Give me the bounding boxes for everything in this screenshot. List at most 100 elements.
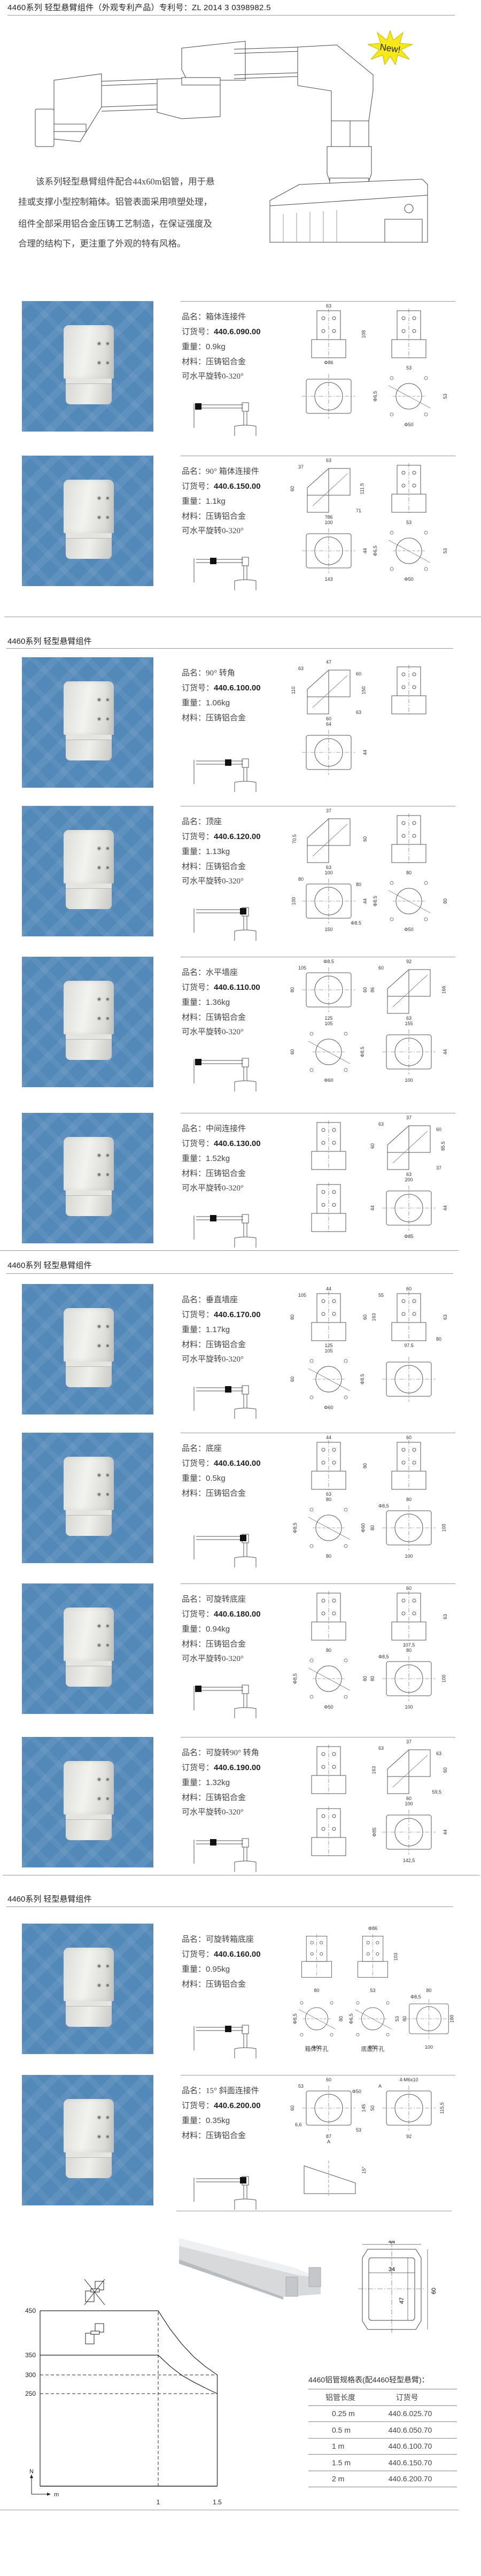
drawing-view-elev (369, 303, 449, 365)
dimension-label: 125 (324, 1343, 333, 1348)
product-order-value: 440.6.110.00 (214, 983, 260, 992)
allowed-config-icon (85, 2323, 104, 2344)
dimension-label: Φ50 (368, 2044, 378, 2050)
product-name-row: 品名：可旋转90° 转角 (182, 1745, 261, 1760)
dimension-label: 80 (406, 1497, 412, 1502)
product-order-value: 440.6.160.00 (214, 1950, 261, 1959)
dimension-label: Φ8.5 (323, 959, 334, 964)
product-name-row: 品名：水平墙座 (182, 965, 260, 980)
drawing-plan-icon (382, 1357, 436, 1402)
product-render (59, 981, 118, 1061)
product-name-row: 品名：90° 箱体连接件 (182, 464, 261, 479)
dimension-label: 92 (406, 959, 412, 964)
dimension-label: 150 (361, 686, 367, 695)
dimension-label: 105 (298, 965, 307, 971)
screw-hole-icon (97, 515, 102, 520)
tube-length-cell: 0.25 m (308, 2405, 377, 2422)
product-weight-row: 重量：1.52kg (182, 1151, 261, 1166)
section-title: 4460系列 轻型悬臂组件 (7, 1261, 92, 1270)
drawing-view-elev (369, 458, 449, 520)
dimension-label: Φ50 (324, 1704, 333, 1710)
dimension-label: 100 (324, 520, 333, 525)
column-header-length: 铝管长度 (308, 2389, 377, 2406)
product-name-label: 品名： (182, 1935, 206, 1944)
screw-hole-icon (105, 1777, 110, 1782)
product-material-row: 材料：压铸铝合金 (182, 711, 261, 726)
product-order-row: 订货号：440.6.090.00 (182, 325, 261, 340)
dimension-label: 60 (290, 2105, 296, 2111)
screw-hole-icon (105, 2134, 110, 2139)
product-material-value: 压铸铝合金 (206, 1489, 246, 1498)
dimension-label: 110 (291, 686, 297, 695)
intro-line-4: 合理的结构下，更注重了外观的特有风格。 (18, 239, 186, 249)
dimension-label: Φ8,5 (378, 1654, 389, 1659)
screw-hole-icon (105, 997, 110, 1002)
x-axis-label: m (54, 2492, 59, 2498)
product-weight-value: 1.52kg (206, 1154, 230, 1163)
product-name-row: 品名：中间连接件 (182, 1121, 261, 1136)
dimension-label: 63 (406, 1172, 412, 1177)
mounting-position-diagram (193, 1214, 257, 1248)
product-weight-value: 1.36kg (206, 998, 230, 1007)
product-weight-label: 重量： (182, 2117, 206, 2125)
product-name-value: 顶座 (206, 818, 222, 826)
dimension-label: 53 (406, 365, 412, 371)
drawing-elbow-icon (387, 1125, 431, 1170)
product-order-label: 订货号： (182, 482, 214, 491)
product-name-row: 品名：箱体连接件 (182, 310, 261, 325)
dimension-label: 60 (325, 2077, 332, 2082)
drawing-elev-icon (311, 1291, 346, 1343)
title-divider (7, 15, 455, 16)
highlighted-part-icon (240, 1535, 246, 1541)
dimension-label: 44 (362, 548, 368, 554)
product-rotation: 可水平旋转0-320° (182, 1355, 244, 1364)
product-photo (22, 2075, 153, 2205)
highlighted-part-icon (210, 1215, 216, 1221)
product-material-row: 材料：压铸铝合金 (182, 355, 261, 370)
mounting-position-diagram (193, 758, 257, 792)
dimension-label: 80 (314, 1988, 320, 1993)
tube-height-dim: 60 (431, 2288, 437, 2294)
dimension-label: 200 (405, 1177, 413, 1182)
product-render (59, 1137, 118, 1217)
dimension-label: Φ6,5 (372, 391, 378, 402)
intro-line-1: 该系列轻型悬臂组件配合44x60m铝管，用于悬 (36, 176, 215, 187)
dimension-label: 53 (394, 2016, 400, 2022)
dimension-label: 60 (290, 1049, 296, 1055)
product-order-row: 订货号：440.6.140.00 (182, 1456, 261, 1471)
drawing-view-blank (401, 1926, 457, 1988)
section-title-underline (6, 648, 453, 649)
drawing-holes-icon (308, 1359, 351, 1400)
product-weight-row: 重量：1.06kg (182, 696, 261, 711)
product-order-value: 440.6.140.00 (214, 1459, 261, 1468)
dimension-label: 80 (325, 1554, 332, 1559)
product-order-row: 订货号：440.6.110.00 (182, 980, 260, 995)
product-order-row: 订货号：440.6.190.00 (182, 1760, 261, 1775)
drawing-view-elev (289, 1115, 369, 1177)
drawing-elev-icon (311, 1182, 346, 1234)
dimension-label: 63 (325, 458, 332, 463)
drawing-wedge-icon (304, 2160, 356, 2196)
dimension-label: Φ85 (404, 1234, 414, 1239)
product-name-label: 品名： (182, 1749, 206, 1757)
dimension-label: 80 (290, 1314, 296, 1320)
screw-hole-icon (105, 717, 110, 721)
section-title: 4460系列 轻型悬臂组件 (7, 1895, 92, 1904)
